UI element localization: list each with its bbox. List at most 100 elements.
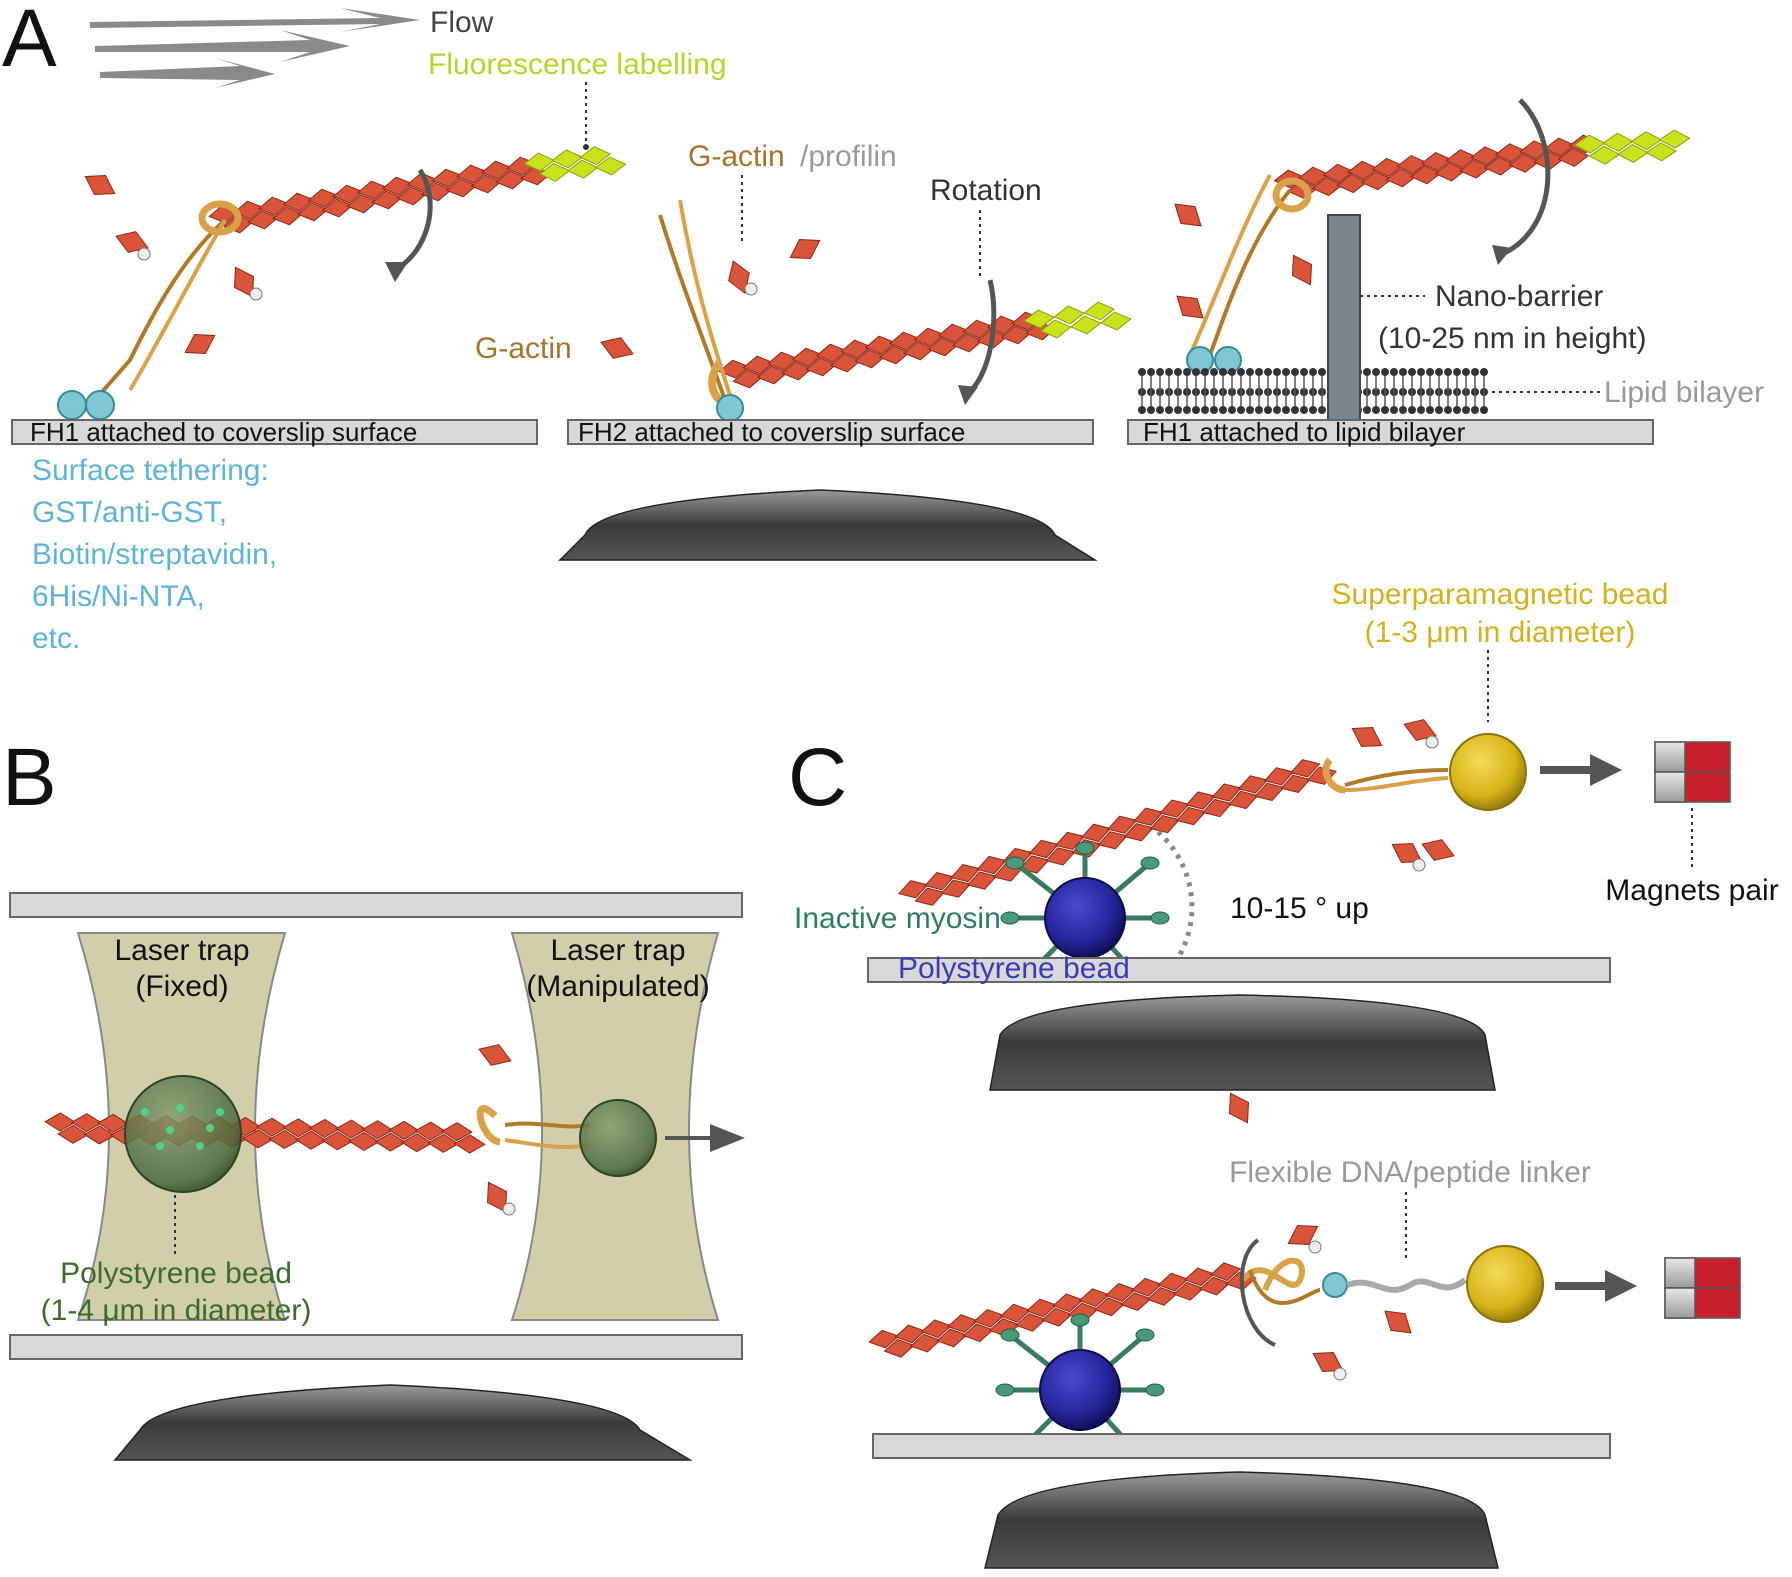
lipid-head (1462, 406, 1470, 414)
lipid-head (1210, 368, 1218, 376)
g-actin-monomer (1174, 203, 1202, 227)
profilin (744, 282, 758, 296)
polystyrene-bead-c2 (1039, 1349, 1121, 1431)
profilin (249, 287, 263, 301)
magnets-label: Magnets pair (1605, 874, 1778, 907)
superparamagnetic-bead-c1 (1449, 733, 1527, 811)
lipid-head (1480, 368, 1488, 376)
lipid-head (1219, 368, 1227, 376)
nano-barrier-label: Nano-barrier (1435, 280, 1603, 313)
trap-manip-label-1: Laser trap (550, 934, 685, 967)
polystyrene-bead-manipulated (579, 1099, 657, 1177)
panel-a-letter: A (2, 0, 57, 84)
lipid-head (1426, 406, 1434, 414)
myosin-head (1070, 1313, 1090, 1327)
attachment-dot (166, 1126, 174, 1134)
flexible-linker (1345, 1277, 1467, 1293)
angle-label: 10-15 ° up (1230, 892, 1369, 925)
fluorescent-segment-a1 (523, 146, 627, 182)
lipid-head (1156, 368, 1164, 376)
surface-label-a2: FH2 attached to coverslip surface (578, 417, 965, 447)
nano-height-label: (10-25 nm in height) (1378, 322, 1646, 355)
formin-fh2-b (476, 1105, 502, 1146)
formin-fh1-a3b (1188, 174, 1272, 356)
rotation-arrowhead-a3 (1492, 245, 1512, 265)
attachment-dot (141, 1108, 149, 1116)
pull-arrow-c2 (1555, 1270, 1637, 1302)
tether-bead-a1-1 (57, 390, 87, 420)
lipid-head (1237, 406, 1245, 414)
lipid-head (1246, 406, 1254, 414)
profilin (1425, 735, 1439, 749)
lipid-head (1192, 368, 1200, 376)
lipid-head (1165, 406, 1173, 414)
lipid-head (1201, 406, 1209, 414)
formin-fh1-c1 (1344, 768, 1449, 787)
polystyrene-bead-fixed (124, 1075, 242, 1193)
lipid-head (1390, 406, 1398, 414)
g-actin-monomer (1287, 1224, 1319, 1246)
angle-arc (1156, 830, 1195, 960)
actin-filament-a1 (208, 156, 552, 234)
lipid-head (1264, 406, 1272, 414)
coverslip-surface-c2 (872, 1433, 1611, 1459)
lipid-head (1255, 368, 1263, 376)
bead-attachment-dots (141, 1104, 224, 1150)
top-glass-b (9, 892, 743, 918)
fluor-subunit (579, 146, 612, 166)
myosin-head (1145, 1383, 1165, 1397)
formin-fh2-c1 (1322, 757, 1346, 794)
lipid-head (1273, 368, 1281, 376)
formin-fh1-a1 (93, 218, 227, 402)
g-actin-monomer (1228, 1092, 1250, 1124)
actin-subunit (1289, 759, 1321, 778)
bottom-glass-b (9, 1334, 743, 1360)
g-actin-label: G-actin (475, 332, 572, 365)
lipid-head (1381, 406, 1389, 414)
lipid-head (1192, 406, 1200, 414)
myosin-head (1075, 841, 1095, 855)
myosin-head (1140, 856, 1160, 870)
nano-barrier (1327, 214, 1361, 426)
lipid-head (1165, 368, 1173, 376)
lipid-head (1381, 368, 1389, 376)
super-bead-label-1: Superparamagnetic bead (1332, 578, 1669, 611)
lipid-head (1183, 368, 1191, 376)
myosin-head (1150, 911, 1170, 925)
inactive-myosin-label: Inactive myosin (794, 902, 1001, 935)
formin-fh2-c2 (1240, 1257, 1305, 1292)
lipid-head (1147, 406, 1155, 414)
lipid-head (1453, 368, 1461, 376)
fluorescence-label: Fluorescence labelling (428, 48, 727, 81)
polystyrene-bead-c1 (1044, 877, 1126, 959)
lipid-head (1453, 406, 1461, 414)
g-actin-monomers-a (84, 174, 1313, 359)
g-actin-monomer (1421, 839, 1455, 861)
actin-filament-a2 (718, 311, 1057, 389)
profilin (1412, 858, 1426, 872)
actin-subunit (440, 1122, 473, 1142)
lipid-head (1408, 368, 1416, 376)
fluor-subunit (1658, 129, 1691, 149)
lipid-head (1174, 368, 1182, 376)
formin-fh1-c1b (1344, 776, 1449, 792)
actin-filament-c1 (897, 759, 1338, 906)
lipid-head (1309, 368, 1317, 376)
g-actin-monomer (1384, 1310, 1412, 1334)
formin-fh2-a3 (1272, 177, 1312, 213)
flow-label: Flow (430, 6, 494, 39)
linker-label: Flexible DNA/peptide linker (1229, 1156, 1591, 1189)
lipid-head (1264, 368, 1272, 376)
actin-subunit (1210, 1262, 1242, 1282)
lipid-label: Lipid bilayer (1604, 376, 1764, 409)
trap-fixed-label-2: (Fixed) (135, 970, 228, 1003)
coverslip-surface-a1 (11, 419, 538, 445)
poly-bead-label-b-2: (1-4 μm in diameter) (41, 1294, 312, 1327)
g-actin-monomer (1351, 726, 1383, 748)
tether-bead-a3-1 (1186, 346, 1214, 374)
lipid-head (1228, 406, 1236, 414)
fluorescence-leader-dot (583, 144, 589, 150)
lipid-head (1138, 368, 1146, 376)
